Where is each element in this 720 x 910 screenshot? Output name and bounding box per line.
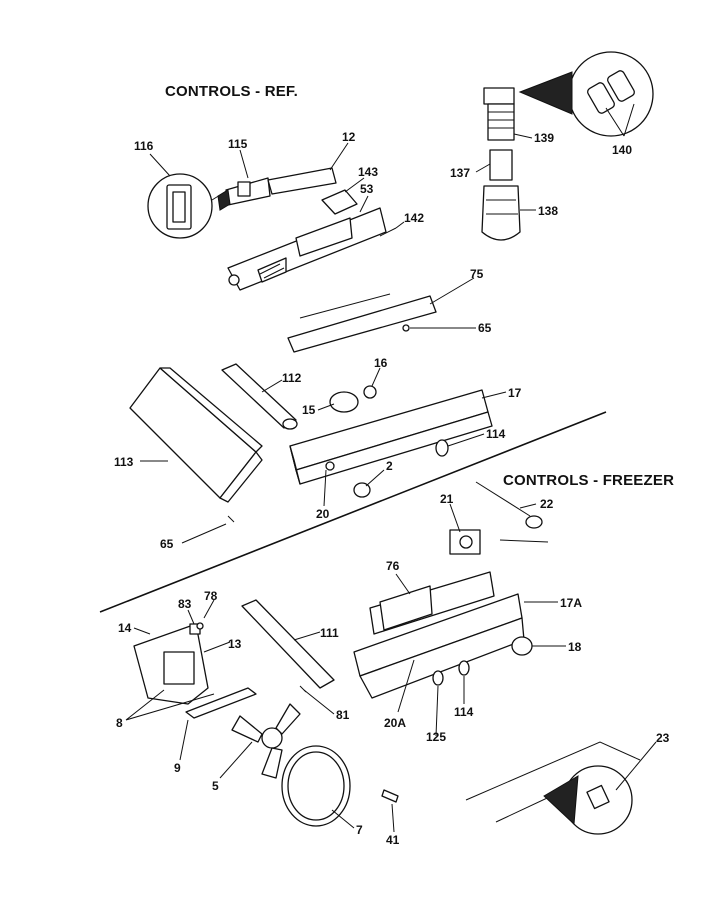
callout-125: 125 bbox=[426, 730, 446, 744]
callout-116: 116 bbox=[134, 139, 154, 153]
callout-16: 16 bbox=[374, 356, 388, 370]
callout-5: 5 bbox=[212, 779, 219, 793]
part-111-harness bbox=[241, 599, 335, 689]
callout-leaders bbox=[125, 103, 657, 833]
callout-76: 76 bbox=[386, 559, 400, 573]
part-142-screw bbox=[379, 227, 397, 237]
callout-23: 23 bbox=[656, 731, 670, 745]
callout-114-lower: 114 bbox=[454, 705, 474, 719]
callout-7: 7 bbox=[356, 823, 363, 837]
callout-20: 20 bbox=[316, 507, 330, 521]
callout-78: 78 bbox=[204, 589, 218, 603]
part-17-bracket bbox=[289, 389, 493, 485]
part-9-strap bbox=[185, 687, 257, 719]
part-53-housing bbox=[227, 207, 387, 291]
part-22-probe bbox=[475, 481, 549, 543]
callout-65-upper: 65 bbox=[478, 321, 492, 335]
part-23-inset bbox=[465, 741, 641, 835]
part-114-knob bbox=[435, 439, 449, 457]
part-125-knob bbox=[432, 670, 444, 686]
callout-22: 22 bbox=[540, 497, 554, 511]
callout-20A: 20A bbox=[384, 716, 406, 730]
part-21-thermostat bbox=[449, 529, 481, 555]
part-65-screw-lower bbox=[227, 515, 235, 523]
callout-21: 21 bbox=[440, 492, 454, 506]
callout-115: 115 bbox=[228, 137, 248, 151]
callout-18: 18 bbox=[568, 640, 582, 654]
callout-8: 8 bbox=[116, 716, 123, 730]
part-113-rail bbox=[129, 367, 263, 503]
callout-53: 53 bbox=[360, 182, 374, 196]
callout-138: 138 bbox=[538, 204, 558, 218]
part-18-knob bbox=[511, 636, 533, 656]
callout-140: 140 bbox=[612, 143, 632, 157]
callout-9: 9 bbox=[174, 761, 181, 775]
part-114-knob-freezer bbox=[458, 660, 470, 676]
part-16-socket bbox=[363, 385, 377, 399]
part-138-canister bbox=[481, 185, 521, 241]
part-7-shroud bbox=[281, 745, 351, 827]
callout-75: 75 bbox=[470, 267, 484, 281]
part-15-lamp bbox=[329, 391, 359, 413]
part-140-detail bbox=[518, 51, 654, 137]
part-143-clip bbox=[321, 189, 358, 215]
part-2-knob bbox=[353, 482, 371, 498]
section-divider bbox=[99, 411, 607, 613]
part-75-cover bbox=[287, 293, 437, 353]
part-65-screw bbox=[402, 324, 410, 332]
callout-83: 83 bbox=[178, 597, 192, 611]
part-112-tube bbox=[221, 363, 298, 430]
part-17A-housing bbox=[353, 571, 525, 699]
part-41-screw bbox=[381, 789, 399, 803]
part-78-screw bbox=[196, 622, 204, 630]
part-116-detail bbox=[147, 173, 229, 239]
part-139-head bbox=[483, 87, 515, 141]
callout-143: 143 bbox=[358, 165, 378, 179]
callout-14: 14 bbox=[118, 621, 132, 635]
ref-section-title: CONTROLS - REF. bbox=[165, 83, 298, 100]
callout-65-lower: 65 bbox=[160, 537, 174, 551]
part-76-bracket bbox=[379, 585, 433, 631]
callout-41: 41 bbox=[386, 833, 400, 847]
callout-81: 81 bbox=[336, 708, 350, 722]
callout-2: 2 bbox=[386, 459, 393, 473]
callout-139: 139 bbox=[534, 131, 554, 145]
callout-137: 137 bbox=[450, 166, 470, 180]
callout-15: 15 bbox=[302, 403, 316, 417]
callout-113: 113 bbox=[114, 455, 134, 469]
callout-13: 13 bbox=[228, 637, 242, 651]
part-115-switch bbox=[217, 167, 337, 211]
part-14-bracket bbox=[133, 623, 209, 705]
callout-142: 142 bbox=[404, 211, 424, 225]
callout-114-upper: 114 bbox=[486, 427, 506, 441]
callout-111: 111 bbox=[320, 626, 339, 640]
callout-12: 12 bbox=[342, 130, 356, 144]
part-20-port bbox=[325, 461, 335, 471]
callout-17: 17 bbox=[508, 386, 522, 400]
part-5-fan-blade bbox=[231, 703, 301, 779]
part-137-element bbox=[489, 149, 513, 181]
callout-112: 112 bbox=[282, 371, 302, 385]
callout-17A: 17A bbox=[560, 596, 582, 610]
freezer-section-title: CONTROLS - FREEZER bbox=[503, 472, 674, 489]
